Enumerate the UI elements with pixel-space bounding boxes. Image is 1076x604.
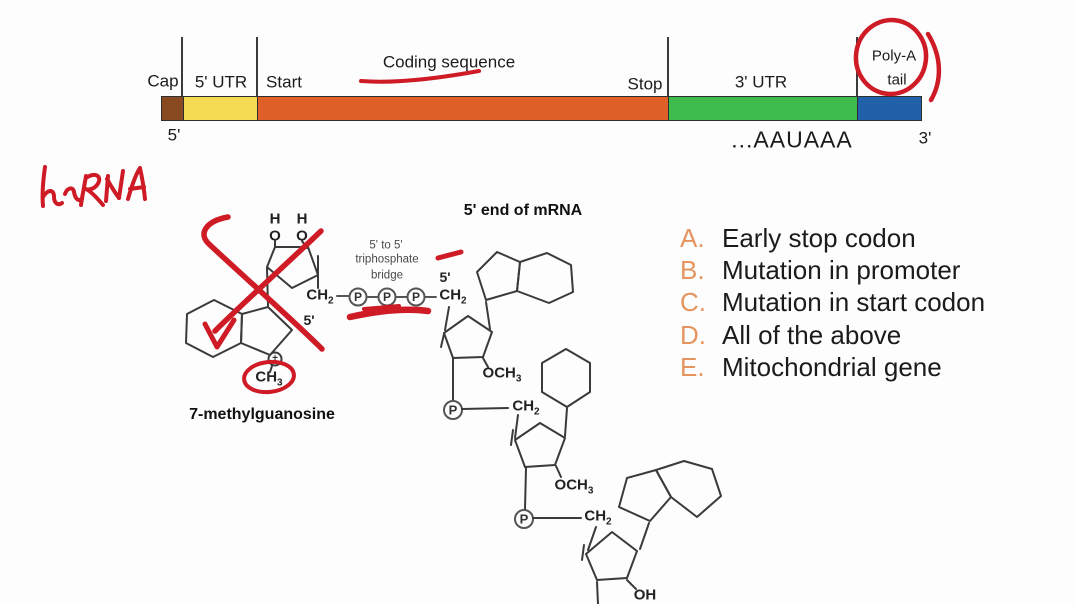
phosphate-label-4: P xyxy=(448,402,458,418)
option-d-text: All of the above xyxy=(722,320,902,350)
utr3-label: 3' UTR xyxy=(734,72,788,92)
five-prime-cap-label: 5' xyxy=(303,312,315,328)
base1-hexagon xyxy=(516,252,574,304)
ch2-label-1: CH2 xyxy=(439,286,467,307)
ribose-ring-1 xyxy=(443,315,493,359)
segment-5utr xyxy=(183,97,257,120)
red-underline-triphosphate-2 xyxy=(362,304,401,311)
option-e-letter: E. xyxy=(680,352,705,382)
five-prime-label: 5' xyxy=(167,125,181,145)
h-label-1: H xyxy=(269,210,281,228)
ribose-ring-cap xyxy=(266,246,319,289)
phosphate-label-5: P xyxy=(519,511,529,527)
mrna-map-bar xyxy=(161,96,922,121)
segment-polya xyxy=(857,97,921,120)
compound-name-label: 7-methylguanosine xyxy=(189,406,335,423)
hnrna-handwriting: hnRNA xyxy=(40,165,147,208)
polya-signal-sequence: ...AAUAAA xyxy=(731,126,853,153)
phosphate-label-1: P xyxy=(353,290,363,304)
och3-label-2: OCH3 xyxy=(554,476,594,497)
och3-label-1: OCH3 xyxy=(482,364,522,385)
boundary-line-cap-utr5 xyxy=(181,37,183,96)
five-prime-mrna-label: 5' xyxy=(439,269,451,285)
phosphate-label-2: P xyxy=(382,290,392,304)
option-e-text: Mitochondrial gene xyxy=(722,352,942,382)
boundary-line-start xyxy=(256,37,258,96)
segment-cap xyxy=(162,97,183,120)
h-label-2: H xyxy=(296,210,308,228)
boundary-line-stop xyxy=(667,37,669,96)
n7-plus-label: + xyxy=(272,353,278,364)
ribose-ring-2 xyxy=(514,422,566,468)
option-d-letter: D. xyxy=(680,320,706,350)
polya-tail-label-line1: Poly-A xyxy=(871,47,917,65)
option-b: B. Mutation in promoter xyxy=(680,256,960,284)
ch3-label: CH3 xyxy=(255,368,283,389)
base3-pentagon xyxy=(618,469,672,522)
oh-label: OH xyxy=(633,586,657,604)
three-prime-label: 3' xyxy=(918,128,932,148)
polya-tail-label-line2: tail xyxy=(887,71,907,89)
coding-sequence-label: Coding sequence xyxy=(382,52,516,72)
red-dash-five-prime xyxy=(435,249,464,261)
red-x-hook xyxy=(202,317,237,350)
red-circle-polya-tail-stroke xyxy=(925,31,942,103)
start-label: Start xyxy=(266,72,302,92)
option-b-letter: B. xyxy=(680,255,705,285)
segment-coding xyxy=(257,97,668,120)
utr5-label: 5' UTR xyxy=(194,72,248,92)
guanine-hexagon xyxy=(185,299,243,358)
bridge-caption-line2: triphosphate xyxy=(355,253,419,266)
option-a-text: Early stop codon xyxy=(722,223,916,253)
option-c-text: Mutation in start codon xyxy=(722,287,986,317)
o-label-1: O xyxy=(269,227,281,245)
mrna-5end-title: 5' end of mRNA xyxy=(463,202,583,219)
bridge-caption-line1: 5' to 5' xyxy=(369,239,403,252)
option-c-letter: C. xyxy=(680,287,706,317)
red-underline-triphosphate xyxy=(346,306,432,321)
red-underline-coding-sequence xyxy=(359,69,481,84)
segment-3utr xyxy=(668,97,857,120)
cap-label: Cap xyxy=(147,71,179,91)
boundary-line-polya xyxy=(856,37,858,96)
ch2-label-2: CH2 xyxy=(512,397,540,418)
option-c: C. Mutation in start codon xyxy=(680,288,985,316)
bridge-caption-line3: bridge xyxy=(371,269,403,282)
option-a-letter: A. xyxy=(680,223,705,253)
ribose-ring-3 xyxy=(585,531,638,581)
stop-label: Stop xyxy=(627,74,663,94)
base2-hexagon xyxy=(541,348,591,408)
option-a: A. Early stop codon xyxy=(680,224,916,252)
option-d: D. All of the above xyxy=(680,321,901,349)
ch2-label-cap: CH2 xyxy=(306,286,334,307)
base3-hexagon xyxy=(655,460,722,518)
option-b-text: Mutation in promoter xyxy=(722,255,961,285)
ch2-label-3: CH2 xyxy=(584,507,612,528)
base1-pentagon xyxy=(476,251,521,301)
phosphate-label-3: P xyxy=(411,290,421,304)
o-label-2: O xyxy=(296,227,308,245)
option-e: E. Mitochondrial gene xyxy=(680,353,942,381)
guanine-pentagon xyxy=(240,306,293,356)
